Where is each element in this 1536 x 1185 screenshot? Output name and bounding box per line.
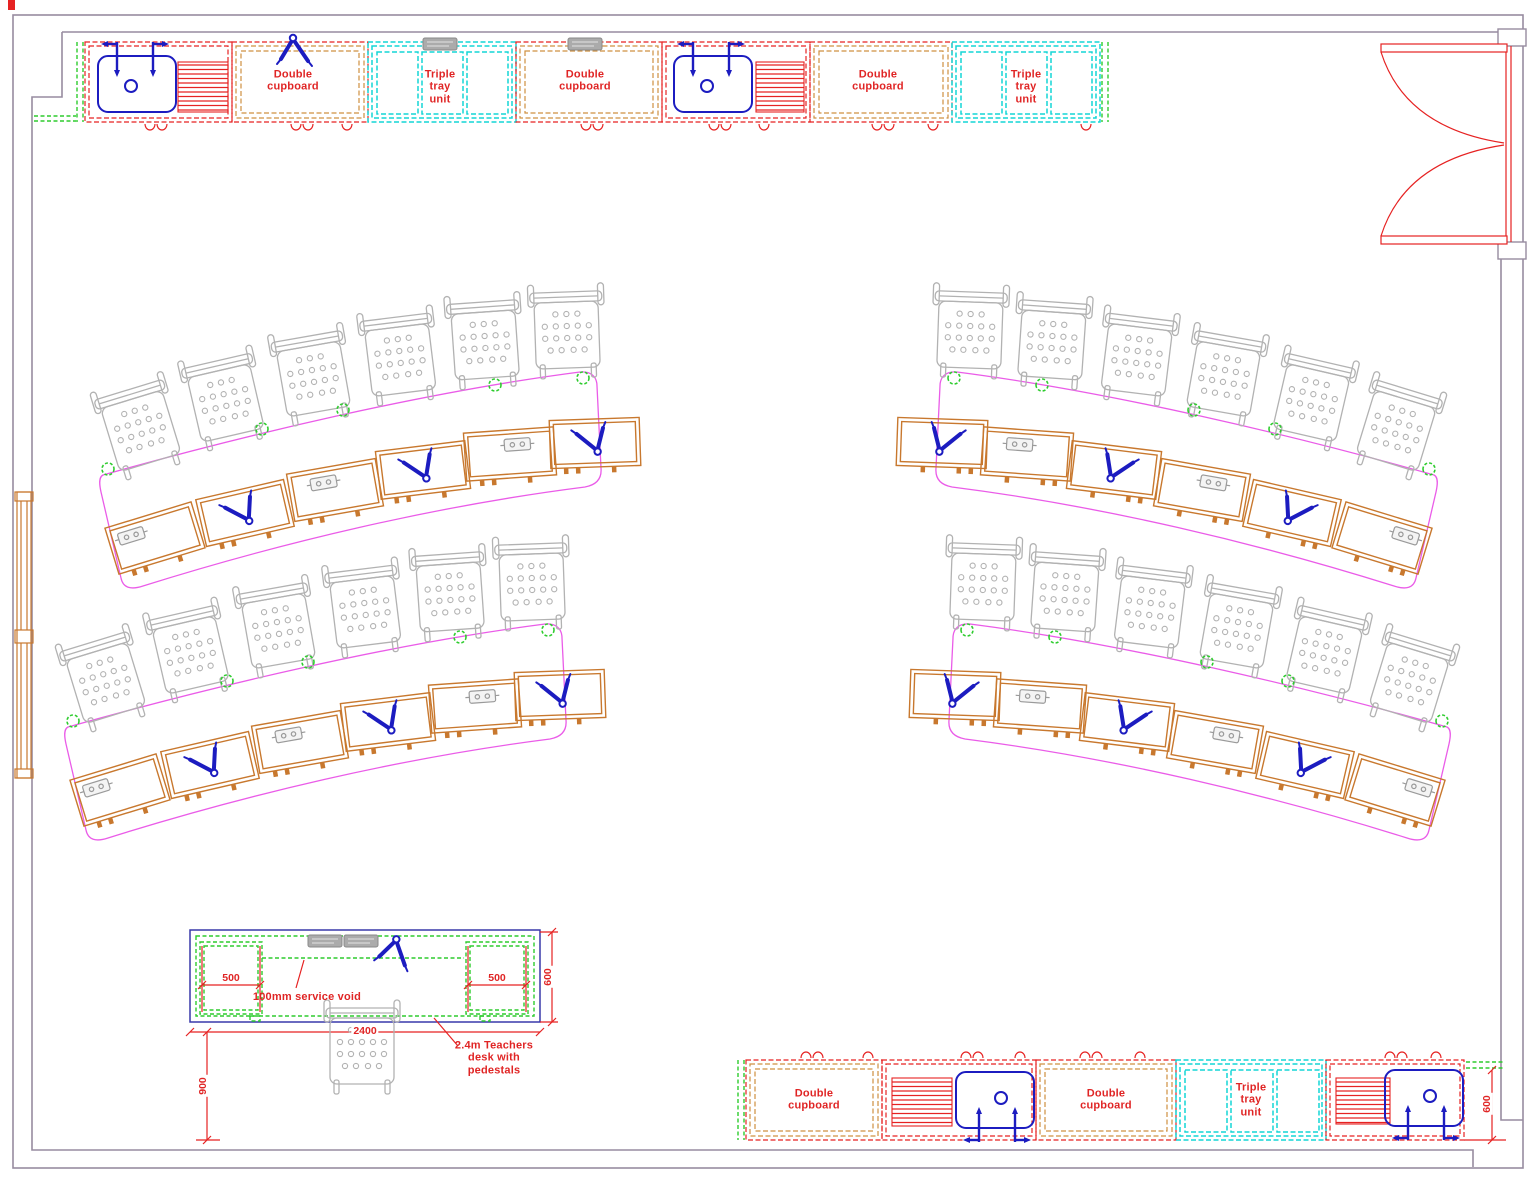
bottom-run-depth-dim-text: 600: [1480, 1093, 1493, 1115]
sink-unit-1: [84, 39, 233, 123]
service-void-note: 100mm service void: [252, 990, 362, 1003]
pedestal-left-dim-text: 500: [220, 971, 242, 984]
compass-icon: [371, 930, 418, 974]
bottom-cupboard2-label: Double cupboard: [1080, 1087, 1132, 1112]
top-tray1-label: Triple tray unit: [424, 68, 456, 106]
desk-wall-offset-dim-text: 900: [196, 1075, 209, 1097]
pedestal-right-dim-text: 500: [486, 971, 508, 984]
desk-depth-dim-text: 600: [541, 966, 554, 988]
cluster-mid-left: [55, 535, 606, 840]
top-cupboard2-label: Double cupboard: [559, 68, 611, 93]
room-walls: [8, 0, 1524, 1169]
cluster-top-left: [90, 283, 641, 588]
sink-unit-4: [1325, 1059, 1465, 1143]
top-cupboard3-label: Double cupboard: [852, 68, 904, 93]
top-cupboard1-label: Double cupboard: [267, 68, 319, 93]
keyboard-icon: [343, 934, 379, 948]
radiator: [14, 491, 34, 779]
teachers-desk-note: 2.4m Teachers desk with pedestals: [454, 1039, 534, 1077]
triple-tray-unit-3: [1175, 1059, 1327, 1141]
bottom-tray-label: Triple tray unit: [1235, 1081, 1267, 1119]
top-tray2-label: Triple tray unit: [1010, 68, 1042, 106]
triple-tray-unit-2: [951, 41, 1101, 123]
teacher-chair: [323, 999, 401, 1095]
bottom-cupboard1-label: Double cupboard: [788, 1087, 840, 1112]
keyboard-icon: [307, 934, 343, 948]
desk-width-dim-text: 2400: [351, 1024, 379, 1037]
keyboard-icon: [422, 37, 458, 51]
top-cabinet-run: [34, 32, 1109, 131]
double-door: [1380, 28, 1527, 260]
sink-unit-3: [881, 1059, 1037, 1145]
bottom-cabinet-run: [737, 1051, 1506, 1145]
keyboard-icon: [567, 37, 603, 51]
sink-unit-2: [661, 39, 811, 123]
cluster-top-right: [896, 283, 1447, 588]
